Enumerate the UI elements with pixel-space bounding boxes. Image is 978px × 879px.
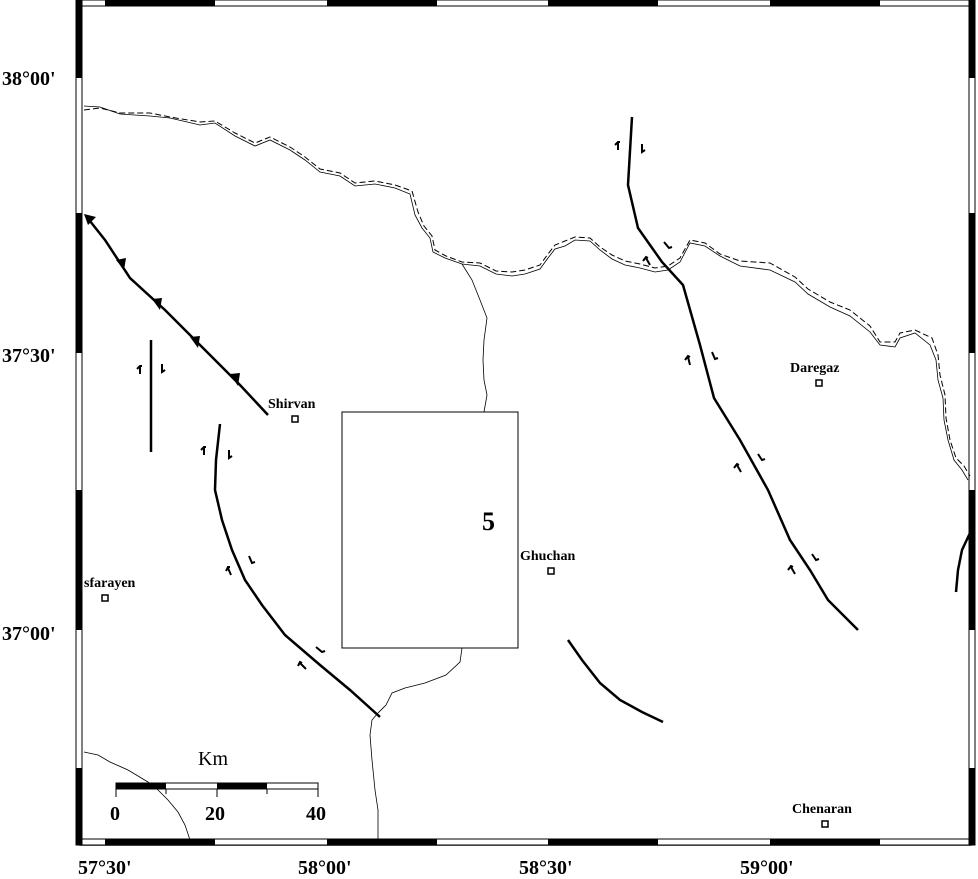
city-daregaz: Daregaz bbox=[790, 361, 840, 387]
scale-bar: Km 0 20 40 bbox=[110, 748, 326, 825]
city-label-ghuchan: Ghuchan bbox=[520, 549, 575, 564]
study-area-box bbox=[341, 411, 519, 649]
province-border-line bbox=[369, 263, 488, 840]
city-chenaran: Chenaran bbox=[792, 802, 852, 828]
province-border-sw bbox=[83, 751, 191, 841]
city-label-daregaz: Daregaz bbox=[790, 361, 840, 376]
city-label-esfarayen: sfarayen bbox=[84, 576, 136, 591]
fault-esfarayen bbox=[200, 423, 381, 718]
fault-far-east bbox=[954, 532, 972, 593]
lat-tick-37-00: 37°00' bbox=[2, 623, 56, 645]
scale-bar-label-0: 0 bbox=[110, 803, 120, 825]
map-frame bbox=[75, 0, 976, 846]
scale-bar-label-20: 20 bbox=[205, 803, 225, 825]
city-shirvan: Shirvan bbox=[268, 397, 316, 423]
fault-west-vertical bbox=[136, 340, 166, 452]
country-border-line bbox=[83, 105, 969, 481]
lon-tick-59-00: 59°00' bbox=[740, 857, 794, 879]
country-border-dashed bbox=[83, 107, 971, 477]
lon-tick-58-30: 58°30' bbox=[519, 857, 573, 879]
city-esfarayen: sfarayen bbox=[84, 576, 136, 602]
scale-bar-label-40: 40 bbox=[306, 803, 326, 825]
lat-tick-37-30: 37°30' bbox=[2, 345, 56, 367]
lat-tick-38-00: 38°00' bbox=[2, 68, 56, 90]
city-label-chenaran: Chenaran bbox=[792, 802, 852, 817]
lon-tick-57-30: 57°30' bbox=[78, 857, 132, 879]
thrust-fault-nw bbox=[84, 214, 269, 416]
study-area-label: 5 bbox=[482, 507, 495, 536]
city-label-shirvan: Shirvan bbox=[268, 397, 316, 412]
lon-tick-58-00: 58°00' bbox=[298, 857, 352, 879]
fault-east-long bbox=[614, 116, 859, 631]
fault-south-ghuchan bbox=[566, 639, 664, 724]
scale-bar-unit: Km bbox=[198, 748, 228, 770]
city-ghuchan: Ghuchan bbox=[520, 549, 575, 575]
